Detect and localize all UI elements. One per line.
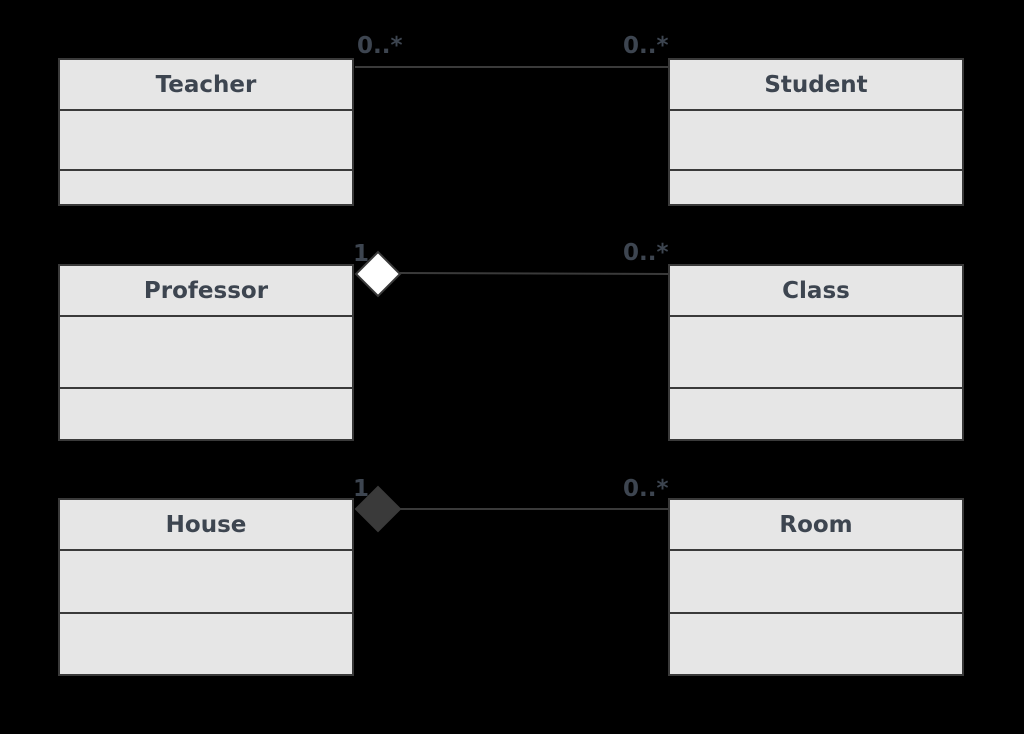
class-box-class[interactable]: Class	[668, 264, 964, 441]
multiplicity-room: 0..*	[623, 476, 669, 502]
class-attributes-room	[670, 551, 962, 614]
class-attributes-professor	[60, 317, 352, 389]
class-box-house[interactable]: House	[58, 498, 354, 676]
aggregation-line-professor-class	[399, 272, 669, 275]
class-name-class: Class	[670, 266, 962, 317]
composition-diamond	[354, 485, 402, 533]
class-attributes-house	[60, 551, 352, 614]
class-attributes-student	[670, 111, 962, 171]
aggregation-diamond	[354, 250, 402, 298]
multiplicity-teacher: 0..*	[357, 33, 403, 59]
multiplicity-student: 0..*	[623, 33, 669, 59]
class-box-room[interactable]: Room	[668, 498, 964, 676]
class-attributes-teacher	[60, 111, 352, 171]
class-name-house: House	[60, 500, 352, 551]
class-box-professor[interactable]: Professor	[58, 264, 354, 441]
multiplicity-class: 0..*	[623, 240, 669, 266]
class-attributes-class	[670, 317, 962, 389]
class-name-professor: Professor	[60, 266, 352, 317]
multiplicity-house: 1	[353, 476, 370, 502]
multiplicity-professor: 1	[353, 241, 370, 267]
class-name-room: Room	[670, 500, 962, 551]
class-name-teacher: Teacher	[60, 60, 352, 111]
class-box-teacher[interactable]: Teacher	[58, 58, 354, 206]
class-box-student[interactable]: Student	[668, 58, 964, 206]
class-name-student: Student	[670, 60, 962, 111]
